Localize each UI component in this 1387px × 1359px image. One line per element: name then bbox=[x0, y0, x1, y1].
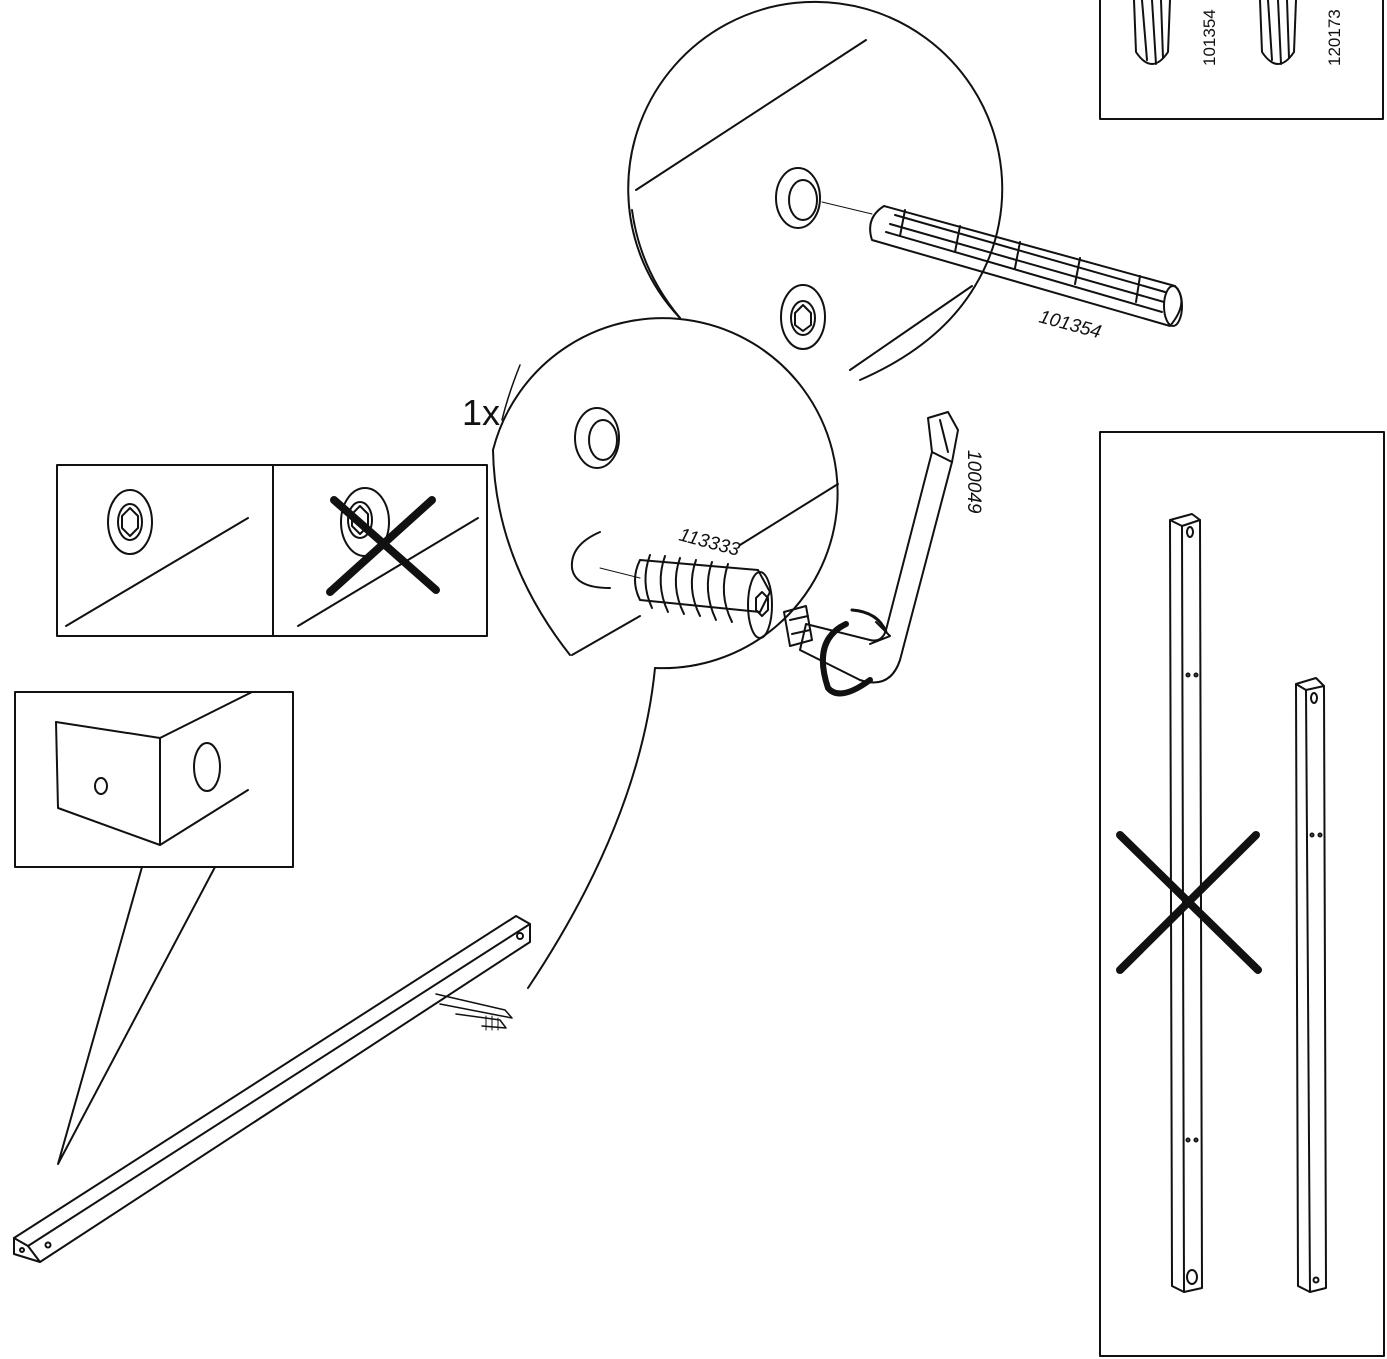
detail-circle-cam-screw: 113333 bbox=[492, 317, 839, 989]
rail-end-detail-inset bbox=[14, 691, 294, 1165]
correct-flush-screw-icon bbox=[65, 489, 249, 627]
hole-icon bbox=[193, 742, 221, 792]
pin-120173-icon bbox=[1259, 0, 1297, 65]
pin-101354-icon bbox=[1133, 0, 1171, 65]
cam-screw-icon bbox=[634, 554, 773, 639]
part-number-label: 120173 bbox=[1325, 9, 1344, 66]
hole-icon bbox=[570, 531, 611, 589]
wrong-cross-icon bbox=[1116, 831, 1262, 974]
short-rail-icon bbox=[1295, 677, 1327, 1293]
parts-inset-top: 101354 120173 bbox=[1099, 0, 1384, 120]
hex-key-icon bbox=[783, 411, 959, 684]
hole-icon bbox=[94, 777, 108, 795]
rail-orientation-inset bbox=[1099, 431, 1385, 1357]
wrong-cross-icon bbox=[326, 496, 440, 596]
dowel-pin-icon bbox=[869, 205, 1183, 327]
flush-check-inset bbox=[56, 464, 488, 637]
rail-part bbox=[13, 915, 531, 1263]
hex-screw-head-icon bbox=[780, 284, 826, 350]
long-rail-icon bbox=[1169, 513, 1203, 1293]
part-number-label: 113333 bbox=[677, 525, 743, 561]
part-number-label: 101354 bbox=[1200, 9, 1219, 66]
hole-icon bbox=[775, 167, 821, 229]
part-number-label: 100049 bbox=[963, 450, 984, 514]
detail-circle-dowel: 101354 bbox=[627, 0, 1183, 381]
hole-icon bbox=[574, 407, 620, 469]
rotate-clockwise-arrow-icon bbox=[819, 608, 891, 697]
wrong-protruding-screw-icon bbox=[297, 487, 479, 627]
part-number-label: 101354 bbox=[1037, 307, 1104, 344]
quantity-label: 1x bbox=[462, 392, 500, 433]
